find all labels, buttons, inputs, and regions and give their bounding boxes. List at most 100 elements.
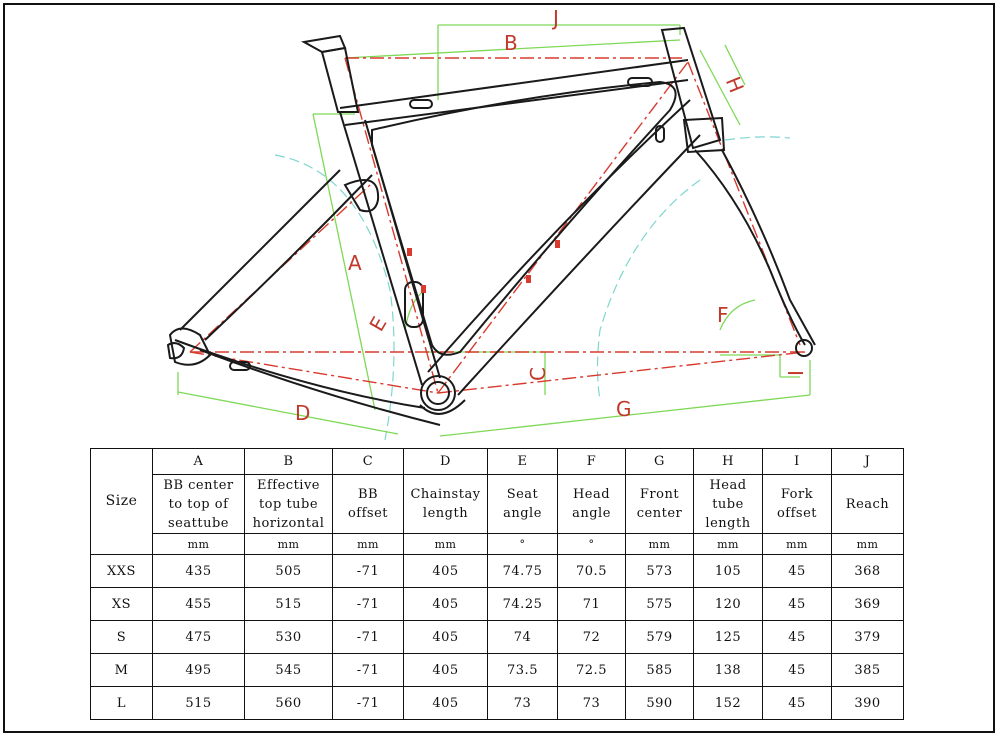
value-cell: 120 [693,587,763,621]
label-a: A [348,251,362,275]
value-cell: 71 [557,587,626,621]
bike-frame-diagram: J B H A E F C I D G [166,6,816,441]
column-letter: I [762,448,832,475]
value-cell: 74.25 [487,587,558,621]
value-cell: 73 [557,686,626,720]
label-g: G [616,397,632,421]
column-letter: J [831,448,904,475]
column-unit: mm [403,533,488,555]
value-cell: 385 [831,653,904,687]
column-unit: mm [762,533,832,555]
column-letter: E [487,448,558,475]
value-cell: 573 [625,554,694,588]
column-letter: A [152,448,245,475]
column-unit: mm [152,533,245,555]
value-cell: 72 [557,620,626,654]
value-cell: 369 [831,587,904,621]
column-name: Reach [831,474,904,534]
value-cell: 545 [244,653,333,687]
value-cell: 152 [693,686,763,720]
frame-outline [166,26,816,426]
value-cell: 70.5 [557,554,626,588]
column-unit: mm [332,533,404,555]
value-cell: 73.5 [487,653,558,687]
value-cell: 45 [762,554,832,588]
label-b: B [504,31,518,55]
value-cell: 560 [244,686,333,720]
label-f: F [717,303,729,327]
label-e: E [364,312,391,335]
value-cell: 45 [762,686,832,720]
column-letter: B [244,448,333,475]
value-cell: 475 [152,620,245,654]
value-cell: 45 [762,587,832,621]
column-letter: H [693,448,763,475]
value-cell: 405 [403,554,488,588]
value-cell: -71 [332,554,404,588]
value-cell: 368 [831,554,904,588]
column-unit: mm [831,533,904,555]
column-unit: mm [244,533,333,555]
value-cell: 45 [762,653,832,687]
value-cell: 515 [152,686,245,720]
value-cell: 530 [244,620,333,654]
value-cell: 435 [152,554,245,588]
column-unit: ° [487,533,558,555]
column-letter: F [557,448,626,475]
value-cell: 405 [403,686,488,720]
value-cell: 138 [693,653,763,687]
label-h: H [721,73,749,96]
value-cell: 72.5 [557,653,626,687]
label-d: D [295,401,310,425]
value-cell: 579 [625,620,694,654]
label-i: I [784,370,808,376]
size-header: Size [90,448,153,555]
value-cell: 405 [403,620,488,654]
cable-port-marks [407,240,560,293]
label-c: C [526,367,550,381]
size-cell: XXS [90,554,153,588]
value-cell: -71 [332,587,404,621]
column-unit: mm [625,533,694,555]
value-cell: 590 [625,686,694,720]
value-cell: 455 [152,587,245,621]
outer-border [3,3,995,733]
value-cell: -71 [332,620,404,654]
value-cell: 379 [831,620,904,654]
value-cell: 405 [403,653,488,687]
value-cell: 495 [152,653,245,687]
column-letter: G [625,448,694,475]
value-cell: -71 [332,653,404,687]
value-cell: 105 [693,554,763,588]
column-unit: mm [693,533,763,555]
column-unit: ° [557,533,626,555]
column-letters-row: Size A B C D E F G H I J [90,448,904,555]
size-cell: XS [90,587,153,621]
label-j: J [551,6,559,30]
units-row: mm mm mm mm ° ° mm mm mm mm [91,533,904,555]
value-cell: 390 [831,686,904,720]
column-letter: D [403,448,488,475]
value-cell: 125 [693,620,763,654]
value-cell: 585 [625,653,694,687]
value-cell: 74.75 [487,554,558,588]
value-cell: 505 [244,554,333,588]
value-cell: -71 [332,686,404,720]
value-cell: 73 [487,686,558,720]
size-cell: L [90,686,153,720]
